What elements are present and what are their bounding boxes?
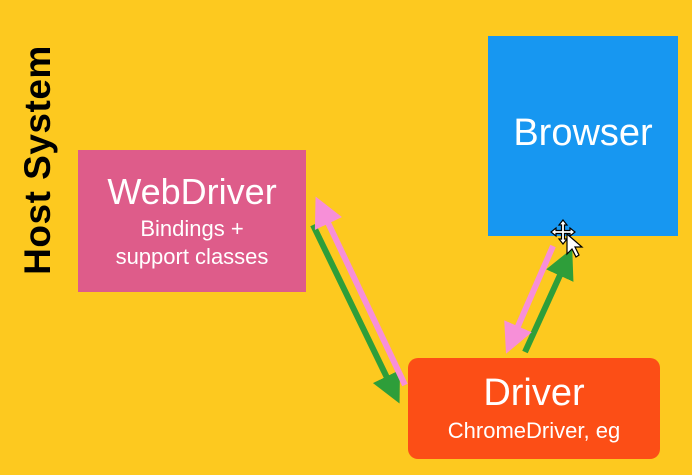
webdriver-box: WebDriver Bindings + support classes: [78, 150, 306, 292]
driver-box: Driver ChromeDriver, eg: [408, 358, 660, 459]
webdriver-title: WebDriver: [107, 170, 277, 212]
browser-title: Browser: [513, 112, 653, 155]
webdriver-subtitle-line1: Bindings +: [140, 216, 244, 242]
arrow-webdriver-to-driver: [310, 223, 400, 404]
browser-box: Browser: [488, 36, 678, 236]
driver-subtitle: ChromeDriver, eg: [447, 417, 621, 443]
webdriver-subtitle-line2: support classes: [115, 243, 269, 269]
arrow-driver-to-browser: [522, 248, 574, 354]
driver-title: Driver: [483, 371, 585, 414]
host-system-label: Host System: [17, 45, 58, 275]
arrow-browser-to-driver: [504, 244, 556, 354]
arrow-driver-to-webdriver: [314, 196, 408, 387]
